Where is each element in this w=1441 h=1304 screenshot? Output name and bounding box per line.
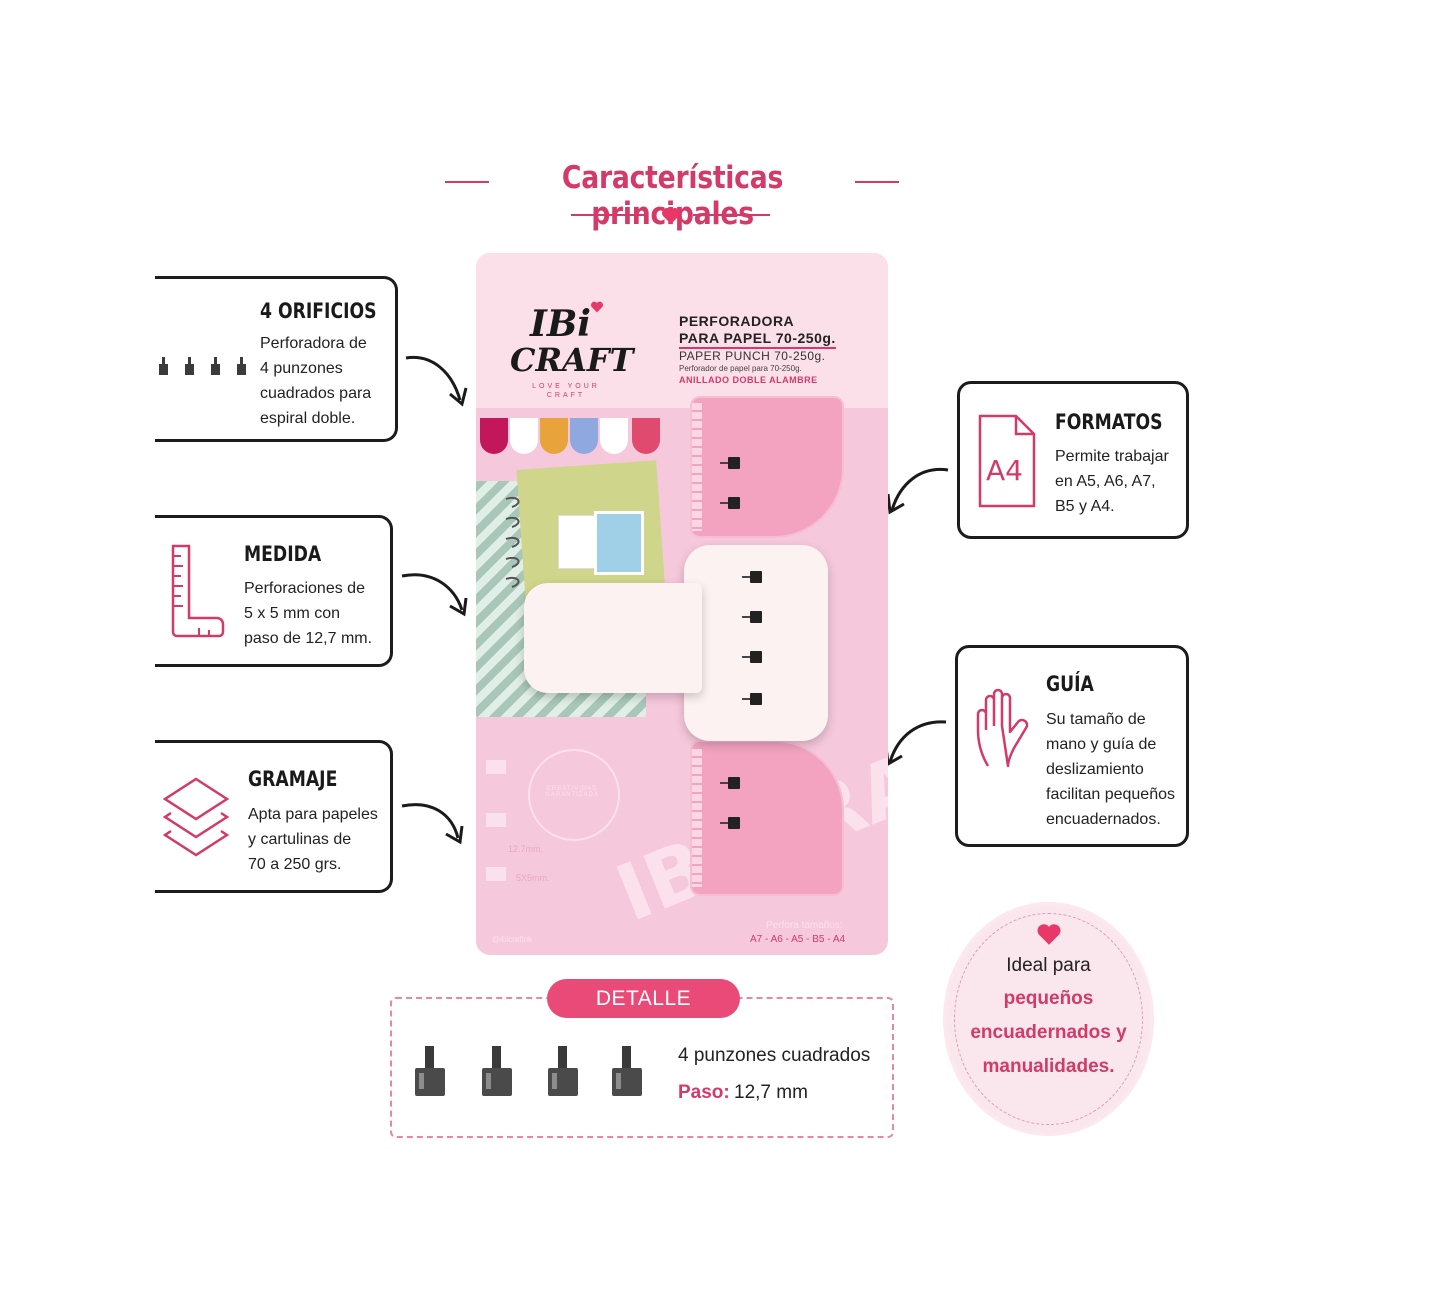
product-subtitle: PAPER PUNCH 70-250g.: [679, 349, 826, 363]
page-title: Características principales: [561, 160, 784, 232]
arrow-icon-gramaje: [401, 803, 464, 845]
a4-document-icon: [978, 414, 1036, 508]
header-underline-left: [571, 214, 648, 216]
feature-desc-orificios: Perforadora de 4 punzones cuadrados para…: [260, 335, 372, 427]
four-punches-icon: [159, 357, 246, 375]
ideal-badge-inner: [954, 913, 1143, 1125]
punch-guide-bottom: [690, 740, 844, 896]
heart-icon: [662, 208, 680, 224]
guarantee-seal-text: CREATIVIDAD GARANTIZADA: [545, 786, 599, 798]
logo-heart-icon: [591, 301, 603, 313]
punch-hole: [720, 497, 740, 509]
product-type-label: ANILLADO DOBLE ALAMBRE: [679, 375, 818, 385]
ideal-line2: pequeños: [1003, 988, 1094, 1009]
feature-desc-formatos: Permite trabajar en A5, A6, A7, B5 y A4.: [1055, 448, 1169, 515]
formats-list: A7 - A6 - A5 - B5 - A4: [750, 934, 846, 945]
feature-box-orificios: 4 ORIFICIOS Perforadora de 4 punzones cu…: [155, 276, 398, 442]
color-scallop-2: [510, 418, 538, 454]
product-title-2: PARA PAPEL 70-250g.: [679, 330, 836, 349]
color-scallop-5: [600, 418, 628, 454]
arrow-icon-orificios: [405, 355, 468, 407]
header-underline-right: [693, 214, 770, 216]
detail-line1: 4 punzones cuadrados: [678, 1045, 871, 1066]
punch-hole: [720, 817, 740, 829]
guide-ruler-top: [692, 403, 702, 531]
header-line-left: [445, 181, 489, 183]
guarantee-seal: [528, 749, 620, 841]
color-scallop-1: [480, 418, 508, 454]
feature-desc-medida: Perforaciones de 5 x 5 mm con paso de 12…: [244, 580, 373, 647]
detail-paso-label: Paso:: [678, 1082, 730, 1103]
product-package: IBi CRAFT LOVE YOUR CRAFT PERFORADORA PA…: [476, 253, 888, 955]
arrow-icon-medida: [401, 573, 468, 617]
photo-card-1: [558, 515, 600, 569]
ideal-badge: Ideal para pequeños encuadernados y manu…: [946, 905, 1151, 1133]
detail-box: [390, 997, 894, 1138]
punch-hole: [720, 457, 740, 469]
ideal-line1: Ideal para: [1006, 955, 1091, 976]
feature-title-orificios: 4 ORIFICIOS: [260, 299, 377, 323]
brand-logo-line2: CRAFT: [510, 341, 634, 379]
arrow-icon-guia: [884, 720, 947, 767]
a4-label: A4: [986, 454, 1023, 487]
feature-desc-guia: Su tamaño de mano y guía de deslizamient…: [1046, 711, 1175, 828]
feature-box-formatos: A4 FORMATOS Permite trabajar en A5, A6, …: [957, 381, 1189, 539]
feature-box-gramaje: GRAMAJE Apta para papeles y cartulinas d…: [155, 740, 393, 893]
feature-box-guia: GUÍA Su tamaño de mano y guía de desliza…: [955, 645, 1189, 847]
feature-title-guia: GUÍA: [1046, 672, 1094, 696]
product-title-1: PERFORADORA: [679, 313, 795, 329]
punch-guide-top: [690, 396, 844, 538]
package-top-band: [476, 253, 888, 408]
layers-icon: [162, 777, 230, 857]
color-scallop-4: [570, 418, 598, 454]
guide-mark-2: [486, 813, 506, 827]
ideal-line3: encuadernados y: [970, 1022, 1127, 1043]
photo-card-2: [594, 511, 644, 575]
hand-icon: [976, 688, 1029, 768]
punch-hole: [742, 611, 762, 623]
guide-mark-3: [486, 867, 506, 881]
arrow-icon-formatos: [886, 467, 949, 515]
product-tiny-text: Perforador de papel para 70-250g.: [679, 364, 802, 373]
feature-desc-gramaje: Apta para papeles y cartulinas de 70 a 2…: [248, 806, 378, 873]
guide-ruler-bottom: [692, 749, 702, 887]
punch-hole: [742, 693, 762, 705]
brand-logo-line1: IBi: [530, 303, 591, 345]
punch-hole: [742, 571, 762, 583]
punch-hole: [742, 651, 762, 663]
detail-paso-value: 12,7 mm: [734, 1082, 808, 1103]
punch-lever: [524, 583, 702, 693]
punch-hole: [720, 777, 740, 789]
measure-label-1: 12.7mm.: [508, 844, 544, 854]
heart-icon: [1037, 924, 1061, 945]
color-scallop-3: [540, 418, 568, 454]
ruler-icon: [171, 544, 225, 638]
brand-tagline: LOVE YOUR CRAFT: [532, 383, 600, 399]
feature-title-formatos: FORMATOS: [1055, 410, 1163, 434]
guide-mark-1: [486, 760, 506, 774]
ideal-line4: manualidades.: [982, 1056, 1115, 1077]
spiral-binding-icon: [505, 497, 520, 588]
measure-label-2: 5X5mm.: [516, 873, 550, 883]
feature-box-medida: MEDIDA Perforaciones de 5 x 5 mm con pas…: [155, 515, 393, 667]
social-handle: @ibicraftok: [492, 935, 533, 944]
header-line-right: [855, 181, 899, 183]
detail-label: DETALLE: [547, 979, 740, 1018]
feature-title-medida: MEDIDA: [244, 542, 322, 566]
feature-title-gramaje: GRAMAJE: [248, 767, 338, 791]
formats-label: Perfora tamaños:: [766, 920, 843, 931]
color-scallop-6: [632, 418, 660, 454]
